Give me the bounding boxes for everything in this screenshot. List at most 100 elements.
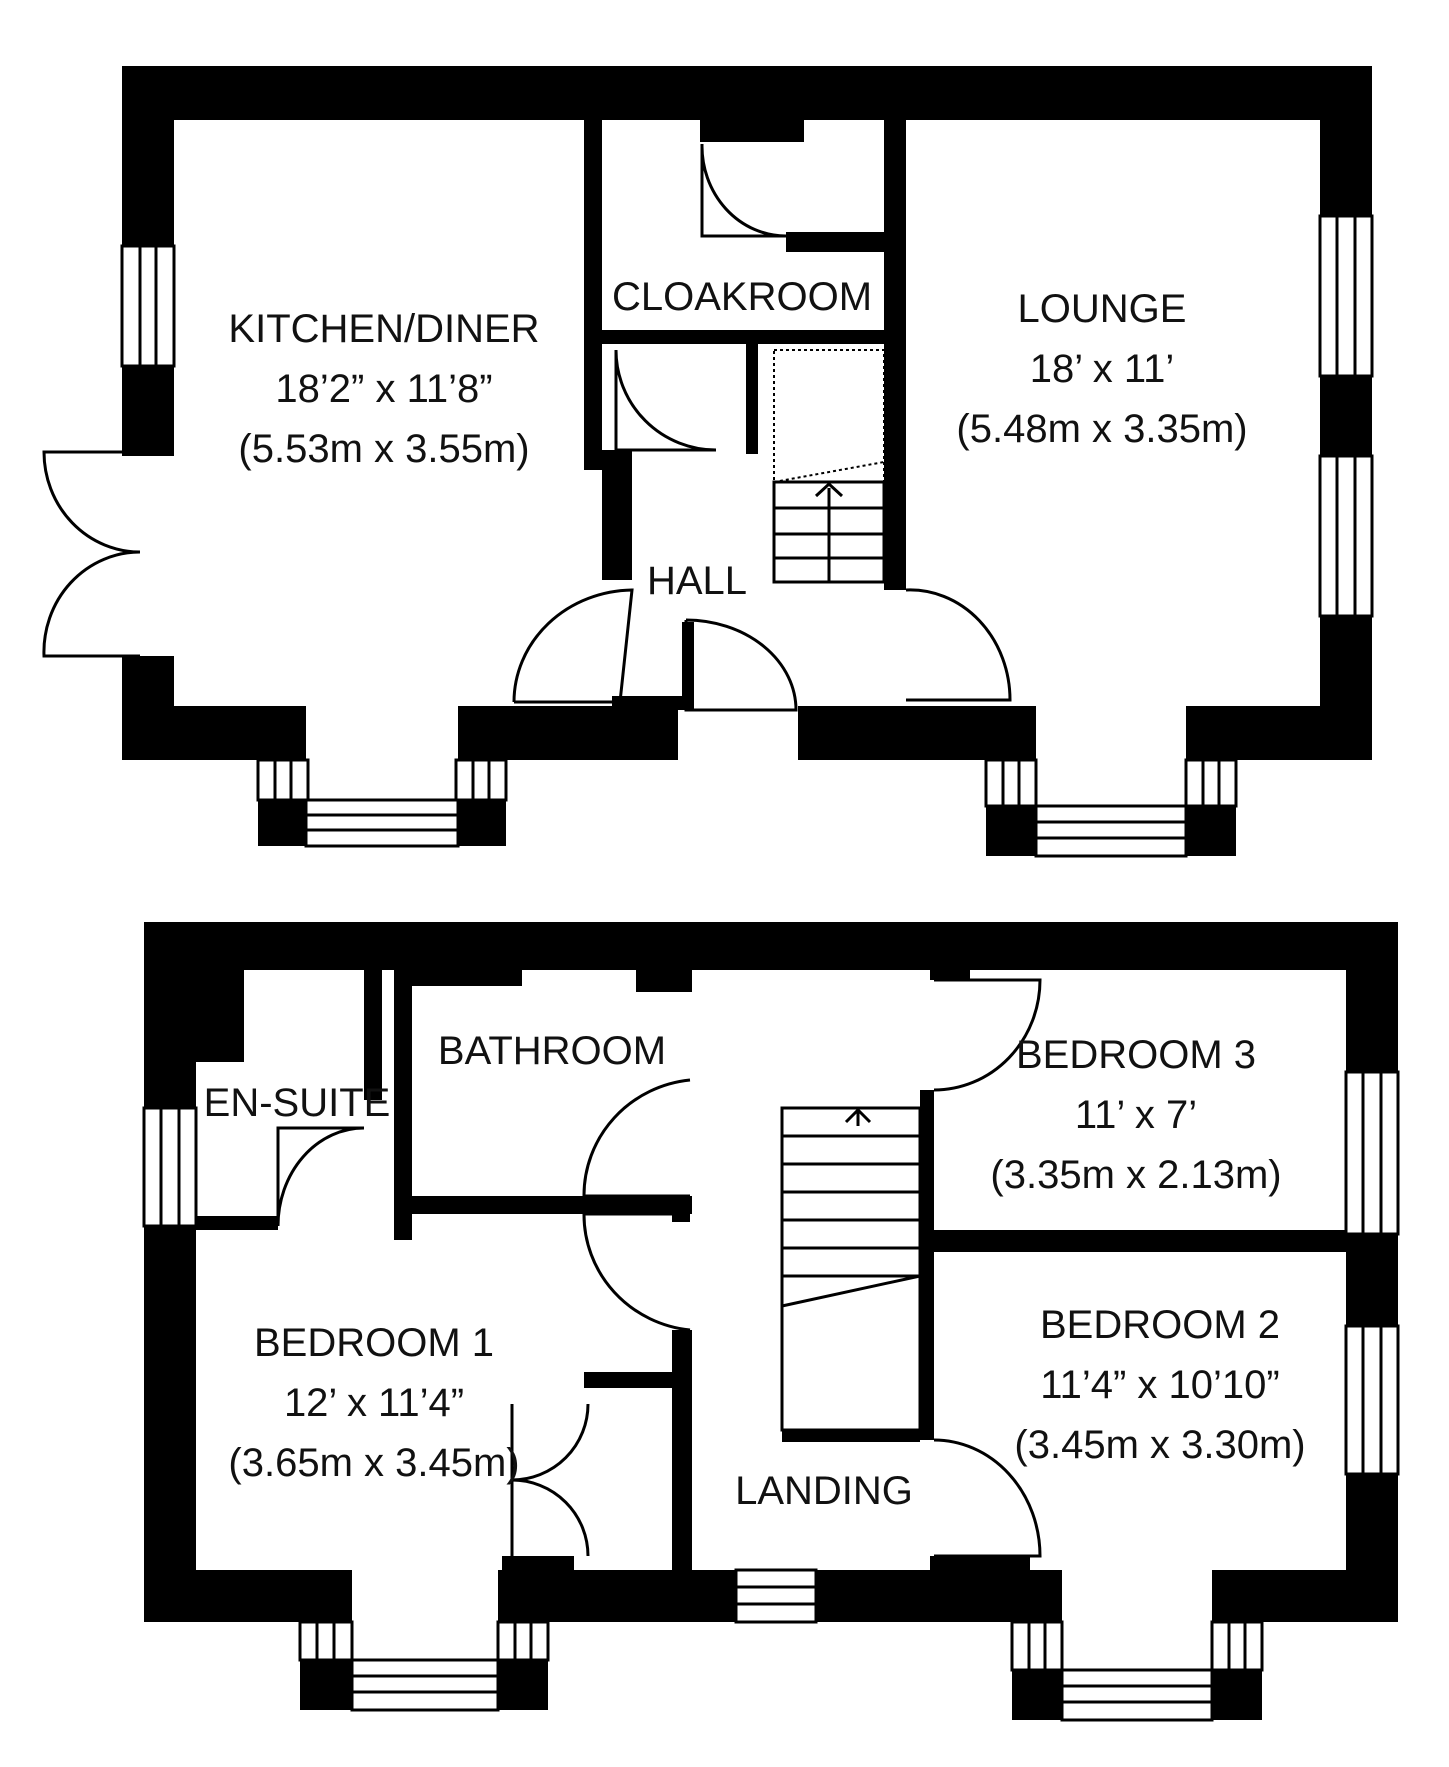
wall [144, 1226, 196, 1622]
stair-arrow [814, 481, 844, 498]
wall [682, 622, 694, 710]
wall [930, 970, 970, 980]
bedroom1-imperial: 12’ x 11’4” [284, 1381, 464, 1425]
front-door [684, 618, 798, 712]
wall [502, 1556, 574, 1570]
wall [884, 120, 906, 590]
wall [456, 800, 506, 846]
window [142, 1106, 198, 1228]
hall-name: HALL [647, 559, 747, 603]
bathroom-name: BATHROOM [438, 1029, 666, 1073]
window [120, 244, 176, 368]
window [984, 758, 1038, 808]
door [614, 349, 717, 452]
bedroom3-name: BEDROOM 3 [1016, 1033, 1256, 1077]
wall [412, 1196, 692, 1214]
wall [1320, 376, 1372, 456]
window [734, 1568, 818, 1624]
first-floor: BATHROOM EN-SUITE BEDROOM 3 11’ x 7’ (3.… [142, 922, 1400, 1722]
wardrobe-door [510, 1403, 590, 1482]
bedroom1-metric: (3.65m x 3.45m) [228, 1441, 519, 1485]
window [298, 1620, 354, 1662]
window [1184, 758, 1238, 808]
wall [700, 120, 804, 142]
wall [458, 706, 678, 760]
wall [636, 970, 692, 992]
wall [920, 1230, 1398, 1252]
door [582, 1212, 691, 1332]
wall [584, 120, 602, 470]
wall [364, 970, 382, 1100]
bedroom2-imperial: 11’4” x 10’10” [1040, 1363, 1279, 1407]
cloakroom-name: CLOAKROOM [612, 275, 872, 319]
under-stairs [773, 349, 885, 483]
wall [122, 66, 1372, 120]
ground-floor: KITCHEN/DINER 18’2” x 11’8” (5.53m x 3.5… [42, 66, 1374, 858]
window [256, 758, 310, 802]
wall [672, 1196, 690, 1222]
window [1010, 1620, 1064, 1672]
window [1034, 804, 1188, 858]
wall [1186, 806, 1236, 856]
wall [394, 970, 412, 1240]
wall [584, 330, 884, 344]
door [933, 1438, 1042, 1558]
wall [986, 806, 1036, 856]
window [304, 798, 460, 848]
kitchen-name: KITCHEN/DINER [228, 307, 539, 351]
window [1060, 1668, 1214, 1722]
wall [1320, 616, 1372, 760]
wall [122, 366, 174, 456]
wall [498, 1570, 736, 1622]
wall [602, 450, 632, 580]
wall [196, 1216, 278, 1230]
bedroom2-name: BEDROOM 2 [1040, 1303, 1280, 1347]
wall [498, 1660, 548, 1710]
window [350, 1658, 500, 1712]
stair-arrow [844, 1107, 872, 1124]
wall [122, 66, 174, 246]
lounge-imperial: 18’ x 11’ [1030, 347, 1175, 391]
landing-name: LANDING [735, 1469, 913, 1513]
wall [746, 344, 758, 454]
window [496, 1620, 550, 1662]
wall [930, 1556, 1030, 1570]
door [933, 978, 1042, 1092]
wardrobe-door [510, 1478, 590, 1557]
wall [1346, 1474, 1398, 1622]
stair-rail [782, 1430, 920, 1442]
bedroom2-metric: (3.45m x 3.30m) [1014, 1423, 1305, 1467]
wall [1346, 922, 1398, 1072]
door [276, 1126, 365, 1227]
window [1344, 1324, 1400, 1476]
door [700, 143, 787, 238]
wall [258, 800, 308, 846]
window [1210, 1620, 1264, 1672]
wall [786, 232, 886, 252]
wall [412, 970, 522, 986]
wall [612, 696, 682, 710]
wall [920, 1090, 934, 1440]
window [454, 758, 508, 802]
kitchen-metric: (5.53m x 3.55m) [238, 427, 529, 471]
kitchen-imperial: 18’2” x 11’8” [275, 367, 492, 411]
french-door [42, 550, 141, 658]
wall [300, 1660, 352, 1710]
wall [672, 1330, 692, 1576]
wall [144, 922, 1398, 970]
french-door [42, 450, 141, 554]
wall [144, 922, 196, 1108]
bedroom3-imperial: 11’ x 7’ [1075, 1093, 1197, 1137]
bedroom1-name: BEDROOM 1 [254, 1321, 494, 1365]
window [1318, 454, 1374, 618]
window [1344, 1070, 1400, 1236]
lounge-name: LOUNGE [1018, 287, 1187, 331]
wall [1012, 1670, 1062, 1720]
wall [1320, 66, 1372, 216]
door [905, 588, 1012, 702]
ensuite-name: EN-SUITE [204, 1081, 391, 1125]
staircase [780, 1106, 922, 1432]
wall [584, 1372, 672, 1388]
window [1318, 214, 1374, 378]
